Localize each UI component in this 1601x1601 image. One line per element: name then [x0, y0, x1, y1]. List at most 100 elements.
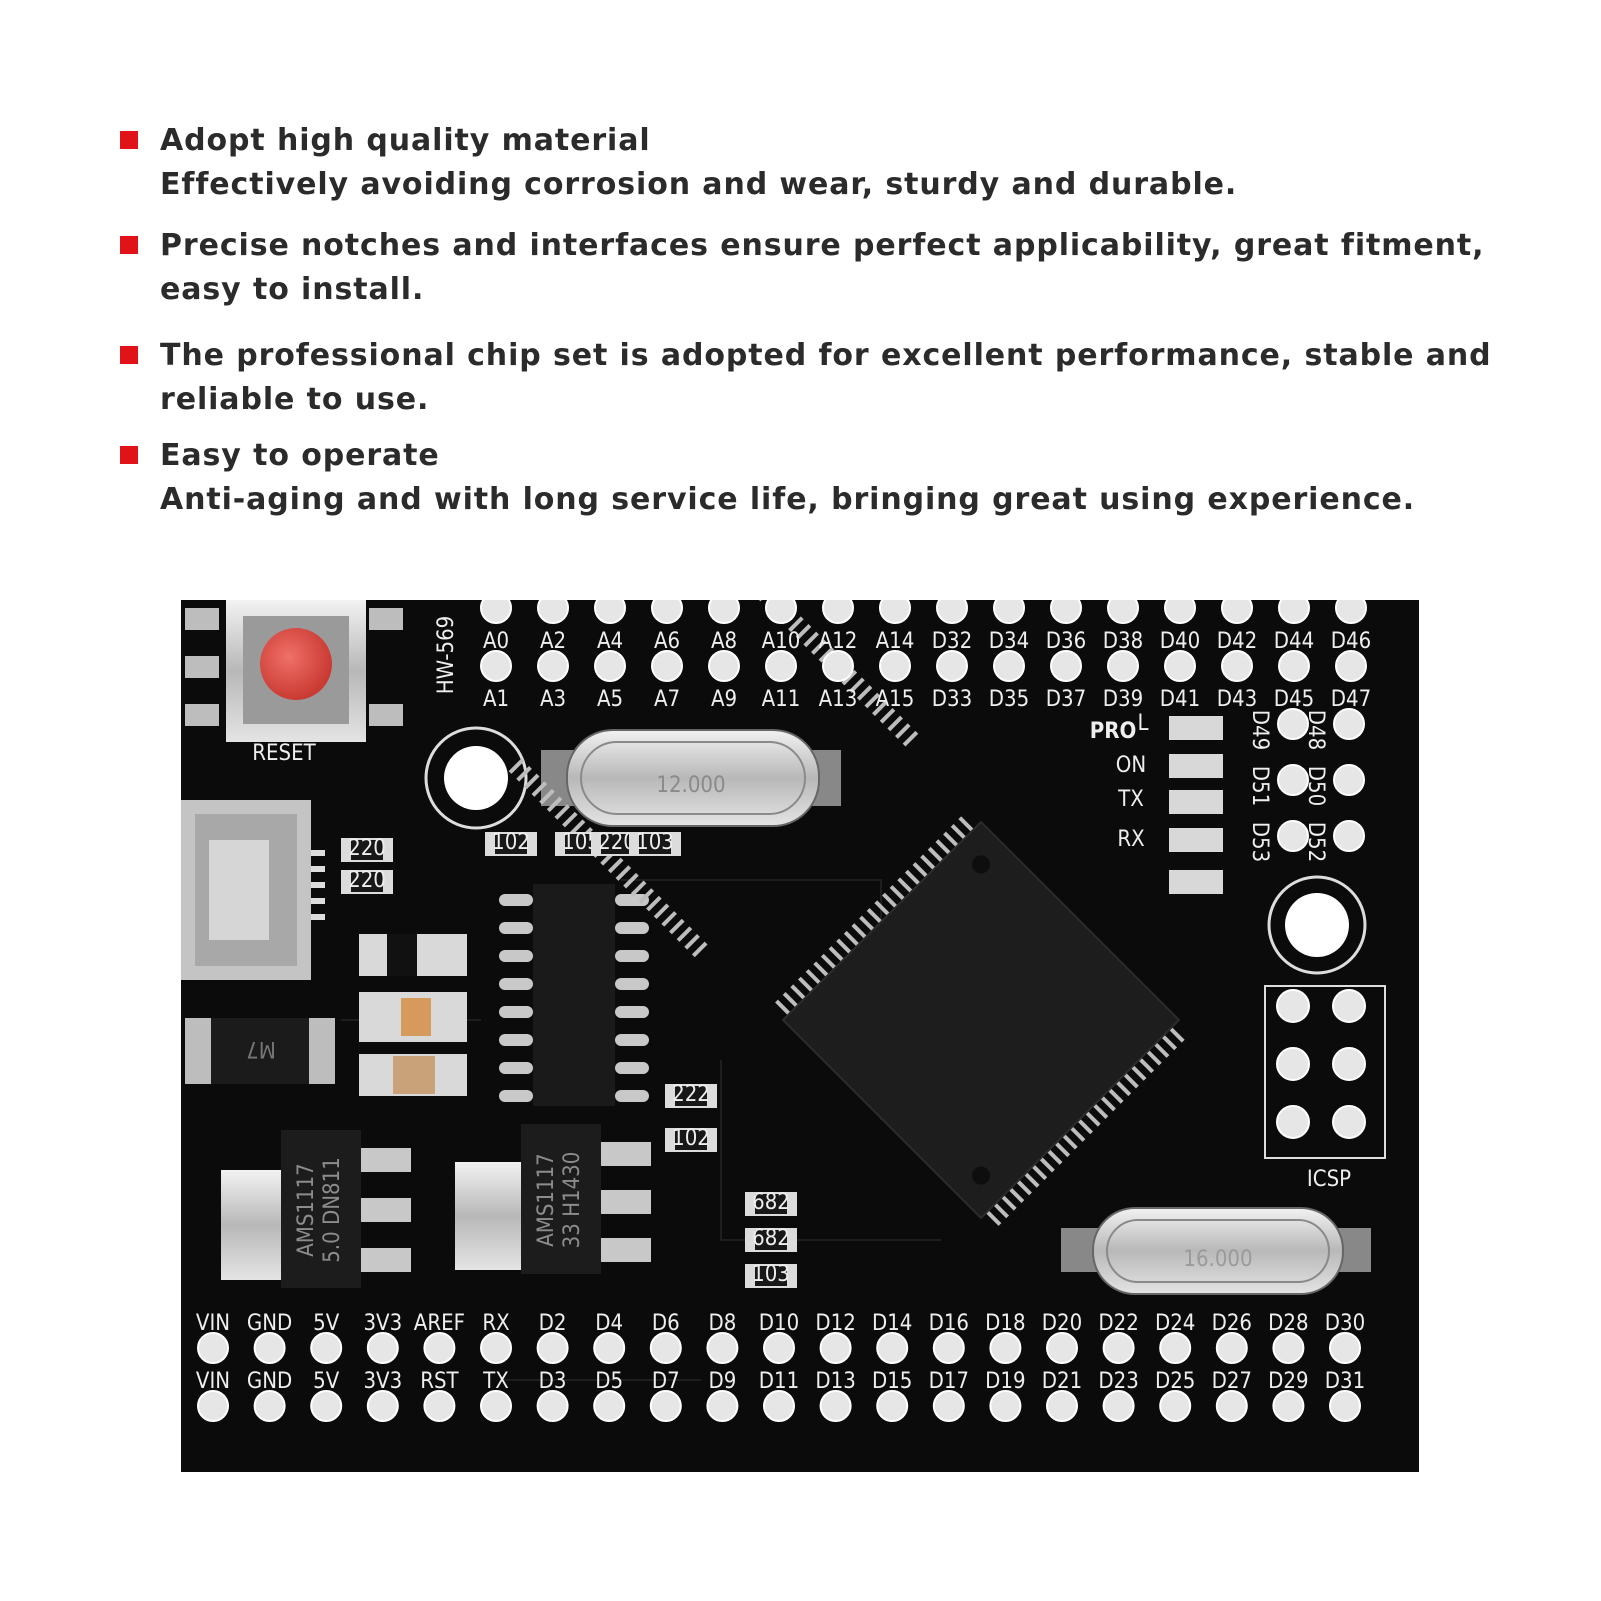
- pin-label: 5V: [313, 1311, 340, 1336]
- header-pad: [197, 1332, 229, 1364]
- smd-resistor: 682: [745, 1226, 797, 1252]
- header-pad: [936, 650, 968, 682]
- pin-label: D19: [985, 1369, 1025, 1394]
- pin-label: D7: [652, 1369, 680, 1394]
- header-pad: [1107, 650, 1139, 682]
- pin-label: D37: [1046, 687, 1086, 712]
- smd-resistor: 102: [485, 830, 537, 856]
- pin-label: D3: [539, 1369, 567, 1394]
- capacitor: [359, 934, 467, 1096]
- header-pad: [1332, 989, 1366, 1023]
- pin-label: D35: [989, 687, 1029, 712]
- header-pad: [1333, 764, 1365, 796]
- smd-resistor: 222: [665, 1082, 717, 1108]
- header-pad: [876, 1332, 909, 1364]
- header-pad: [763, 1332, 795, 1364]
- pin-label: D45: [1274, 687, 1314, 712]
- pin-label: D46: [1331, 629, 1371, 654]
- icsp-header: [1264, 985, 1386, 1159]
- header-pad: [1329, 1390, 1361, 1422]
- bullet-square-icon: [120, 346, 138, 364]
- pin-label: D21: [1042, 1369, 1082, 1394]
- crystal-12mhz-label: 12.000: [656, 773, 725, 798]
- pin-label: D5: [595, 1369, 623, 1394]
- resistor-code: 102: [672, 1126, 710, 1151]
- header-pad: [993, 600, 1025, 624]
- resistor-code: 222: [672, 1082, 710, 1107]
- pin-label: VIN: [196, 1311, 230, 1336]
- led-label-on: ON: [1116, 753, 1146, 778]
- header-pad: [879, 650, 911, 682]
- pin-label: 5V: [313, 1369, 340, 1394]
- header-pad: [936, 600, 968, 624]
- diode-marking: M7: [246, 1036, 276, 1061]
- pin-label: A1: [483, 687, 509, 712]
- side-pin-label: D51: [1247, 766, 1272, 806]
- header-pad: [1102, 1332, 1135, 1364]
- bullet-square-icon: [120, 131, 138, 149]
- regulator-1-line1: AMS1117: [294, 1163, 319, 1257]
- bullet-square-icon: [120, 236, 138, 254]
- header-pad: [765, 650, 797, 682]
- pin-label: RST: [420, 1369, 459, 1394]
- pin-label: A12: [819, 629, 858, 654]
- header-pad: [253, 1332, 286, 1364]
- smd-resistor: 220: [341, 868, 393, 894]
- pin-label: D2: [539, 1311, 567, 1336]
- header-pad: [649, 1332, 682, 1364]
- pin-label: D31: [1325, 1369, 1365, 1394]
- diode-m7: [185, 1018, 335, 1084]
- header-pad: [1046, 1332, 1078, 1364]
- header-pad: [989, 1332, 1022, 1364]
- pin-label: D27: [1212, 1369, 1252, 1394]
- pin-label: D6: [652, 1311, 680, 1336]
- header-pad: [366, 1332, 399, 1364]
- smd-resistor: 220: [341, 836, 393, 862]
- feature-detail: Anti-aging and with long service life, b…: [160, 482, 1416, 517]
- pin-label: D36: [1046, 629, 1086, 654]
- header-pad: [1221, 650, 1253, 682]
- header-pad: [537, 650, 569, 682]
- model-label: HW-569: [434, 616, 459, 694]
- smd-resistor: 682: [745, 1190, 797, 1216]
- header-pad: [310, 1390, 343, 1422]
- reset-switch: [185, 600, 403, 742]
- pin-label: AREF: [414, 1311, 465, 1336]
- pin-label: A5: [597, 687, 623, 712]
- pin-label: D43: [1217, 687, 1257, 712]
- smd-resistor: 103: [745, 1262, 797, 1288]
- resistor-code: 103: [636, 830, 674, 855]
- header-pad: [765, 600, 797, 624]
- crystal-12mhz: [541, 729, 841, 827]
- pin-label: GND: [247, 1311, 292, 1336]
- pin-label: A6: [654, 629, 680, 654]
- pin-label: 3V3: [363, 1311, 402, 1336]
- header-pad: [1278, 600, 1310, 624]
- pin-label: A11: [762, 687, 801, 712]
- smd-resistor: 102: [665, 1126, 717, 1152]
- header-pad: [876, 1390, 909, 1422]
- regulator-2-line2: 33 H1430: [560, 1152, 585, 1249]
- pin-label: D34: [989, 629, 1029, 654]
- pin-label: D47: [1331, 687, 1371, 712]
- header-pad: [480, 600, 512, 624]
- pin-label: VIN: [196, 1369, 230, 1394]
- feature-title: Easy to operate: [160, 438, 440, 473]
- header-pad: [1272, 1332, 1305, 1364]
- pin-label: D33: [932, 687, 972, 712]
- header-pad: [819, 1390, 852, 1422]
- header-pad: [1215, 1390, 1248, 1422]
- pin-label: D39: [1103, 687, 1143, 712]
- header-pad: [1050, 600, 1082, 624]
- pin-label: D22: [1098, 1311, 1138, 1336]
- resistor-code: 220: [348, 868, 386, 893]
- pin-label: TX: [482, 1369, 509, 1394]
- pin-label: A2: [540, 629, 566, 654]
- header-pad: [1276, 989, 1310, 1023]
- header-pad: [1277, 708, 1309, 740]
- pin-label: D40: [1160, 629, 1200, 654]
- header-pad: [1164, 600, 1196, 624]
- header-pad: [763, 1390, 795, 1422]
- pin-label: D11: [759, 1369, 799, 1394]
